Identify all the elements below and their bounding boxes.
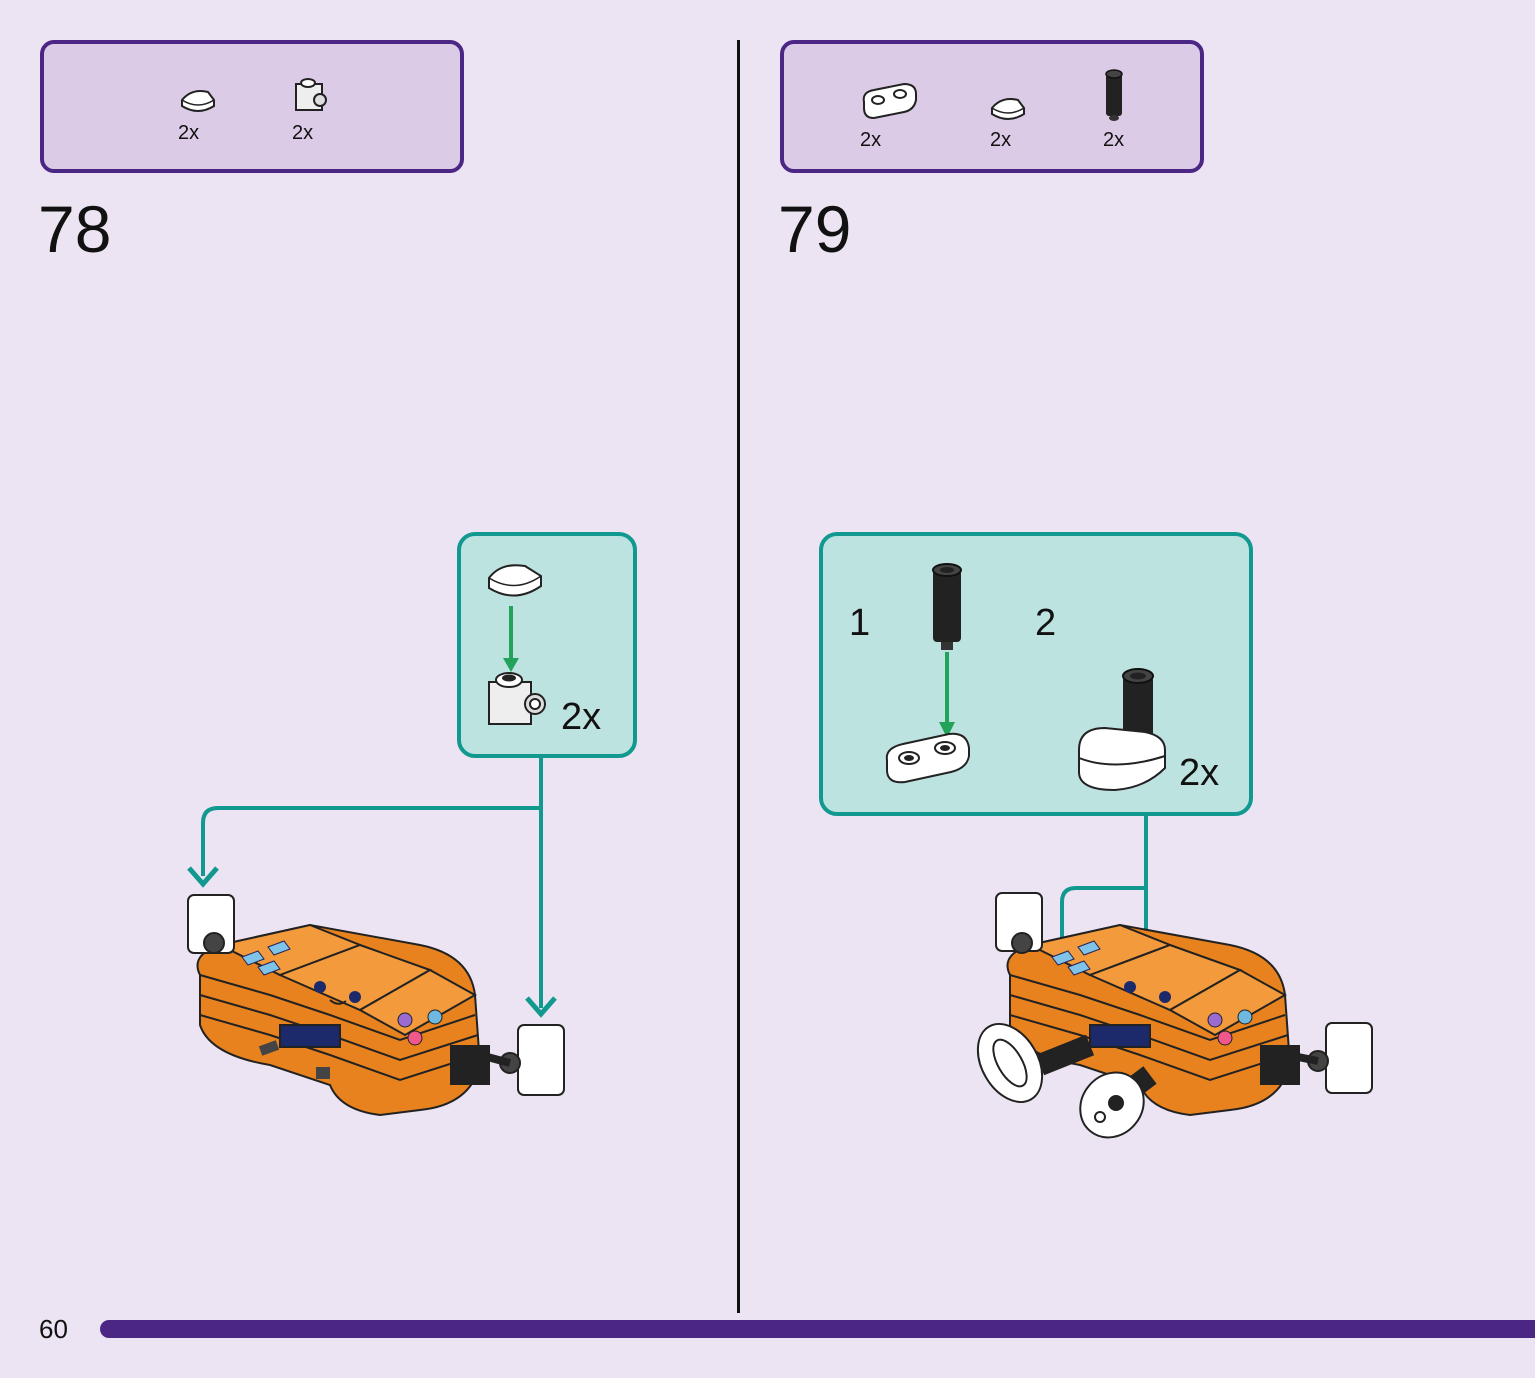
white-round-tile-icon bbox=[181, 90, 215, 112]
arrow-down-icon bbox=[939, 652, 955, 738]
arrow-head-icon bbox=[187, 866, 219, 888]
part-qty: 2x bbox=[178, 122, 200, 144]
part-qty: 2x bbox=[990, 129, 1012, 151]
white-round-tile-icon bbox=[991, 98, 1025, 120]
step-number: 79 bbox=[778, 192, 852, 266]
sub-step-number: 1 bbox=[849, 602, 871, 644]
part-qty: 2x bbox=[860, 129, 882, 151]
game-controller-model bbox=[976, 892, 1373, 1139]
sub-assembly-callout-79: 1 2 2x bbox=[819, 532, 1253, 816]
callout-qty: 2x bbox=[561, 696, 602, 738]
sub-assembly-callout-78: 2x bbox=[457, 532, 637, 758]
white-double-plate-icon bbox=[885, 732, 970, 784]
assembled-bar-plate-icon bbox=[1078, 668, 1166, 792]
sub-step-number: 2 bbox=[1035, 602, 1057, 644]
white-round-tile-icon bbox=[488, 564, 542, 597]
white-double-plate-icon bbox=[862, 82, 917, 120]
parts-list-step-79: 2x 2x 2x bbox=[780, 40, 1204, 173]
parts-list-step-78: 2x 2x bbox=[40, 40, 464, 173]
page-number: 60 bbox=[39, 1314, 68, 1344]
page-progress-bar bbox=[100, 1320, 1535, 1338]
step-number: 78 bbox=[38, 192, 112, 266]
part-qty: 2x bbox=[1103, 129, 1125, 151]
black-bar-icon bbox=[1105, 69, 1123, 121]
white-bracket-brick-icon bbox=[488, 672, 546, 725]
connector-line bbox=[201, 806, 541, 876]
part-qty: 2x bbox=[292, 122, 314, 144]
white-bracket-brick-icon bbox=[295, 78, 327, 111]
page-divider bbox=[737, 40, 740, 1313]
arrow-down-icon bbox=[503, 606, 519, 672]
black-bar-icon bbox=[932, 563, 962, 650]
callout-qty: 2x bbox=[1179, 752, 1220, 794]
game-controller-model bbox=[187, 894, 565, 1117]
